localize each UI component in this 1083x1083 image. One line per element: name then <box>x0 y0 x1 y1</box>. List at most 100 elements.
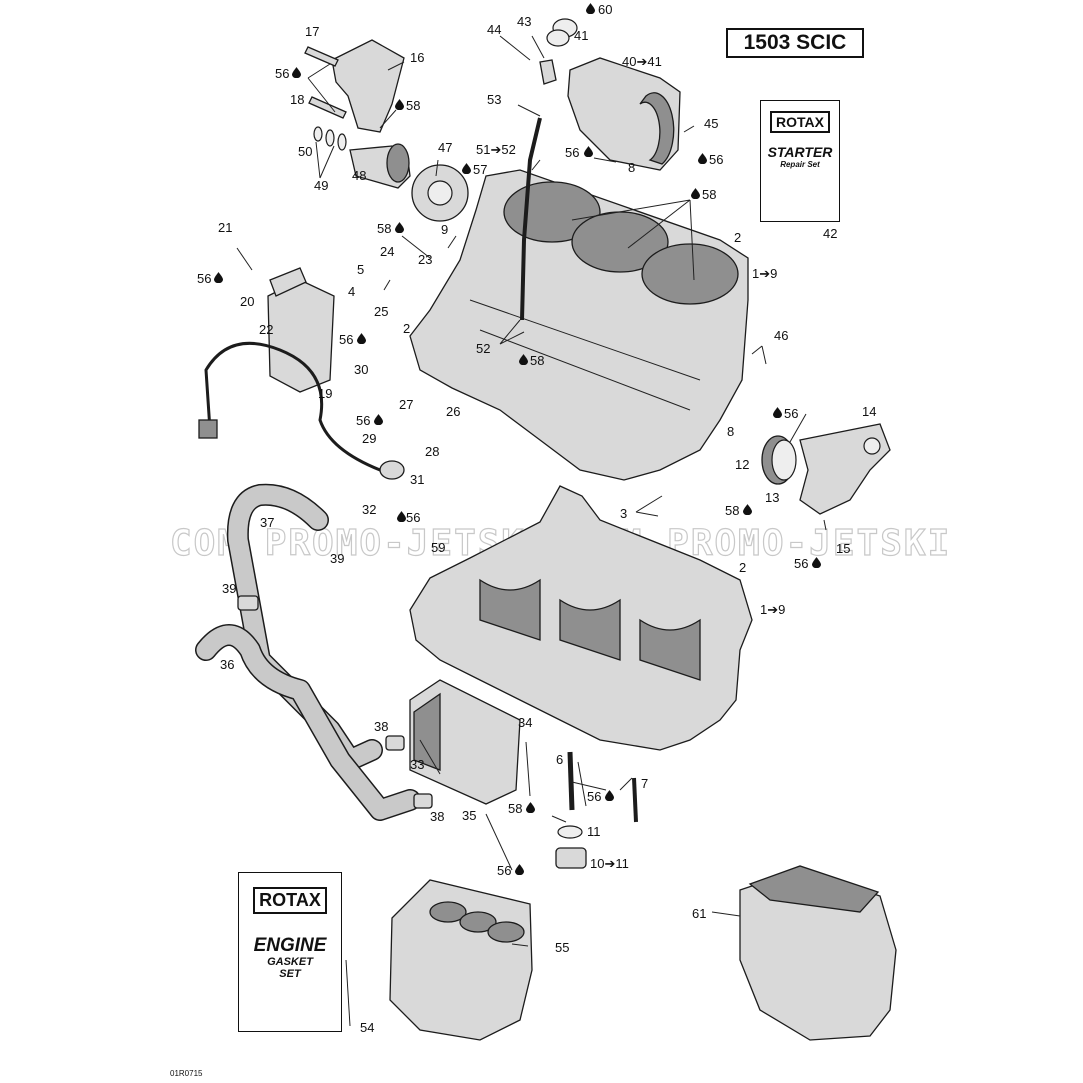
short-block-bore-1 <box>429 901 467 923</box>
callout-32: 32 <box>362 502 376 517</box>
cover-12-face <box>771 439 797 481</box>
clamp-39 <box>237 595 259 611</box>
plug-10 <box>555 847 587 869</box>
callout-53: 53 <box>487 92 501 107</box>
callout-56i: 56 <box>794 556 808 571</box>
drop-icon <box>691 188 700 199</box>
callout-27: 27 <box>399 397 413 412</box>
callout-8: 8 <box>628 160 635 175</box>
callout-35: 35 <box>462 808 476 823</box>
callout-5: 5 <box>357 262 364 277</box>
ring-50b <box>325 129 335 147</box>
callout-58d: 58 <box>530 353 544 368</box>
callout-58: 58 <box>406 98 420 113</box>
callout-41: 41 <box>574 28 588 43</box>
drop-icon <box>357 333 366 344</box>
callout-51-52: 51➔52 <box>476 142 516 157</box>
callout-56f: 56 <box>356 413 370 428</box>
callout-17: 17 <box>305 24 319 39</box>
bolt-18 <box>308 96 347 119</box>
callout-61: 61 <box>692 906 706 921</box>
callout-56j: 56 <box>587 789 601 804</box>
callout-34: 34 <box>518 715 532 730</box>
sensor-wire <box>204 341 381 472</box>
starter-booklet-brand: ROTAX <box>770 111 830 133</box>
callout-49: 49 <box>314 178 328 193</box>
gasket-booklet-title: ENGINE <box>253 935 327 956</box>
callout-labels: 17 16 56 18 58 50 49 48 47 57 9 44 43 60… <box>197 2 876 1035</box>
callout-2b: 2 <box>403 321 410 336</box>
engine-gasket-set-booklet: ROTAX ENGINE GASKET SET <box>238 872 342 1032</box>
gasket-booklet-line2: GASKET <box>267 956 313 968</box>
dipstick <box>520 117 542 321</box>
o-ring-11 <box>557 825 583 839</box>
starter-booklet-subtitle: Repair Set <box>780 160 820 169</box>
callout-21: 21 <box>218 220 232 235</box>
shaft-48-end <box>386 143 410 183</box>
callout-28: 28 <box>425 444 439 459</box>
drop-icon <box>586 3 595 14</box>
clamp-38b <box>413 793 433 809</box>
clamp-38a <box>385 735 405 751</box>
gasket-booklet-brand: ROTAX <box>253 887 327 914</box>
drop-icon <box>374 414 383 425</box>
callout-58b: 58 <box>702 187 716 202</box>
starter-repair-set-booklet: ROTAX STARTER Repair Set <box>760 100 840 222</box>
callout-56h: 56 <box>406 510 420 525</box>
drop-icon <box>397 511 406 522</box>
starter-booklet-title: STARTER <box>767 144 833 160</box>
callout-44: 44 <box>487 22 501 37</box>
block-edge-line <box>469 299 701 381</box>
callout-3: 3 <box>620 506 627 521</box>
callout-59: 59 <box>431 540 445 555</box>
callout-42: 42 <box>823 226 837 241</box>
callout-52: 52 <box>476 341 490 356</box>
drop-icon <box>292 67 301 78</box>
starter-bracket <box>331 39 405 133</box>
engine-model-badge: 1503 SCIC <box>726 28 864 58</box>
short-block-bore-3 <box>487 921 525 943</box>
oil-cooler-face <box>413 692 441 771</box>
drop-icon <box>605 790 614 801</box>
drop-icon <box>773 407 782 418</box>
drop-icon <box>214 272 223 283</box>
callout-9: 9 <box>441 222 448 237</box>
gasket-booklet-line3: SET <box>279 968 301 980</box>
callout-22: 22 <box>259 322 273 337</box>
crank-saddle-3 <box>639 618 701 681</box>
leader-lines <box>236 35 827 1027</box>
callout-46: 46 <box>774 328 788 343</box>
callout-56k: 56 <box>497 863 511 878</box>
callout-29: 29 <box>362 431 376 446</box>
sensor-31 <box>379 460 405 480</box>
callout-10-11: 10➔11 <box>590 856 629 871</box>
callout-56g: 56 <box>784 406 798 421</box>
callout-33: 33 <box>410 757 424 772</box>
sensor-connector <box>198 419 218 439</box>
bolt-6 <box>567 751 575 811</box>
drop-icon <box>462 163 471 174</box>
callout-37: 37 <box>260 515 274 530</box>
drop-icon <box>743 504 752 515</box>
callout-58f: 58 <box>508 801 522 816</box>
callout-12: 12 <box>735 457 749 472</box>
engine-mount-19 <box>267 279 335 393</box>
drop-icon <box>584 146 593 157</box>
callout-1-9: 1➔9 <box>752 266 777 281</box>
crank-saddle-2 <box>559 598 621 661</box>
callout-40-41: 40➔41 <box>622 54 662 69</box>
callout-2c: 2 <box>739 560 746 575</box>
drop-icon <box>515 864 524 875</box>
starter-motor <box>567 57 681 171</box>
callout-56c: 56 <box>709 152 723 167</box>
drop-icon <box>698 153 707 164</box>
callout-43: 43 <box>517 14 531 29</box>
drop-icon <box>395 222 404 233</box>
callout-4: 4 <box>348 284 355 299</box>
callout-16: 16 <box>410 50 424 65</box>
callout-36: 36 <box>220 657 234 672</box>
callout-58c: 58 <box>377 221 391 236</box>
diagram-reference-code: 01R0715 <box>170 1069 203 1078</box>
callout-56b: 56 <box>565 145 579 160</box>
